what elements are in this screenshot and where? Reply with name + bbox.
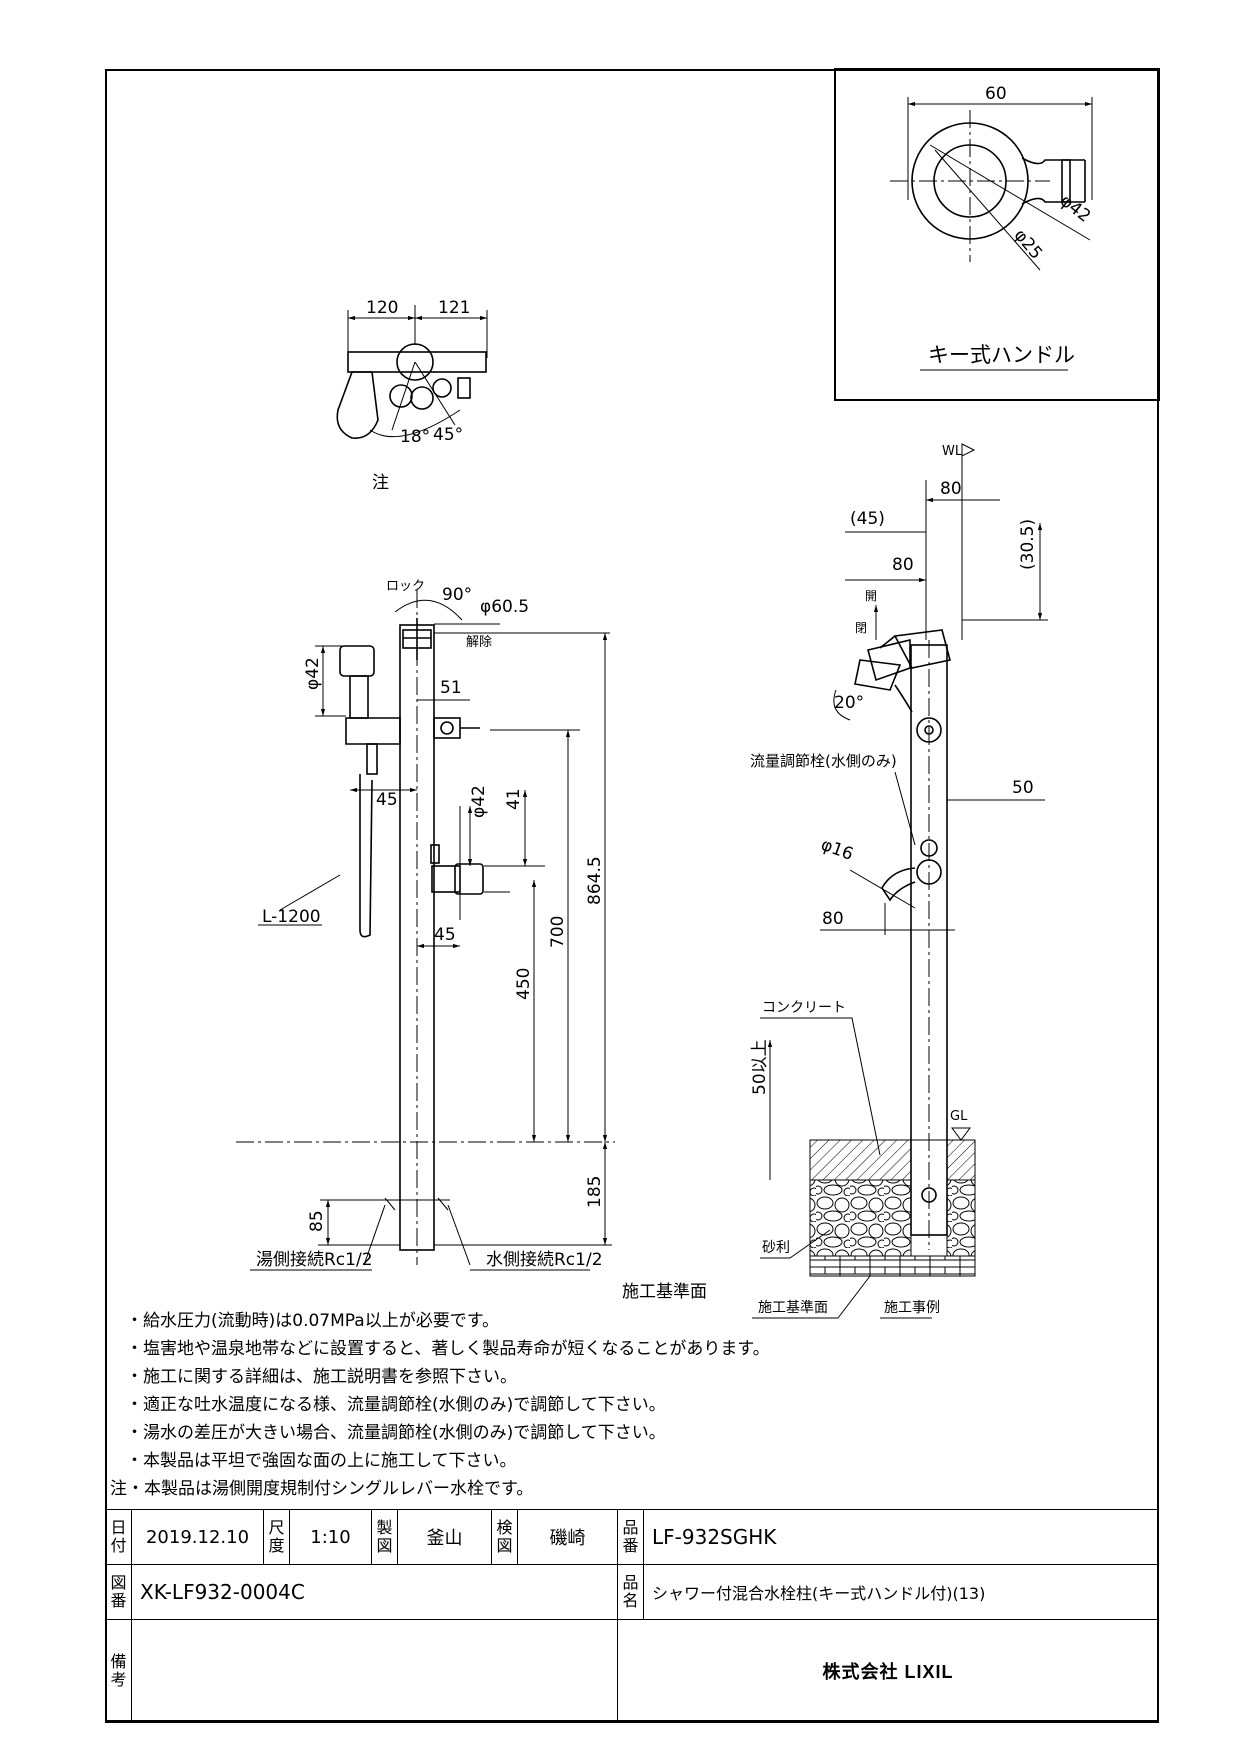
side-dim-45: (45) bbox=[850, 509, 885, 529]
side-angle: 20° bbox=[834, 693, 864, 713]
detail-label: キー式ハンドル bbox=[928, 343, 1075, 367]
front-release-label: 解除 bbox=[466, 635, 492, 650]
date-label: 日付 bbox=[105, 1509, 132, 1565]
side-close-label: 閉 bbox=[855, 621, 867, 635]
detail-dim-phi-b: φ25 bbox=[1010, 225, 1046, 263]
front-dim-42: φ42 bbox=[469, 785, 489, 818]
drawing-no-value: XK-LF932-0004C bbox=[131, 1564, 618, 1620]
side-dim-80-top: 80 bbox=[940, 479, 962, 499]
side-dim-80-low: 80 bbox=[822, 909, 844, 929]
front-dim-700: 700 bbox=[548, 916, 568, 948]
side-gl: GL bbox=[950, 1109, 968, 1124]
front-dim-51: 51 bbox=[440, 678, 462, 698]
scale-label: 尺度 bbox=[263, 1509, 290, 1565]
front-lock-label: ロック bbox=[386, 579, 425, 594]
date-value: 2019.12.10 bbox=[131, 1509, 264, 1565]
drawing-no-label: 図番 bbox=[105, 1564, 132, 1620]
front-cold-connection: 水側接続Rc1/2 bbox=[486, 1250, 603, 1270]
side-view: WL 80 (45) (30.5) 80 20° 開 閉 流量調節栓(水側のみ) bbox=[750, 443, 1048, 1319]
plan-note-mark: 注 bbox=[372, 473, 389, 493]
plan-angle-b: 45° bbox=[433, 425, 463, 445]
plan-dim-right: 121 bbox=[438, 298, 470, 318]
checked-value: 磯崎 bbox=[517, 1509, 618, 1565]
front-dim-450: 450 bbox=[514, 968, 534, 1000]
front-dim-41: 41 bbox=[504, 788, 524, 810]
side-concrete-label: コンクリート bbox=[762, 1000, 846, 1016]
product-name-label: 品名 bbox=[617, 1564, 644, 1620]
note-line: ・施工に関する詳細は、施工説明書を参照下さい。 bbox=[126, 1367, 517, 1387]
product-no-value: LF-932SGHK bbox=[643, 1509, 1159, 1565]
front-base-label: 施工基準面 bbox=[622, 1282, 707, 1302]
side-wl: WL bbox=[942, 444, 963, 459]
front-dim-head-dia: φ42 bbox=[303, 657, 323, 690]
note-line: 注・本製品は湯側開度規制付シングルレバー水栓です。 bbox=[110, 1479, 534, 1499]
detail-dim-width: 60 bbox=[985, 84, 1007, 104]
checked-label: 検図 bbox=[491, 1509, 518, 1565]
front-dim-45-bottom: 45 bbox=[434, 925, 456, 945]
remarks-value bbox=[131, 1619, 618, 1723]
side-flow-valve-label: 流量調節栓(水側のみ) bbox=[750, 752, 897, 770]
note-line: ・本製品は平坦で強固な面の上に施工して下さい。 bbox=[126, 1451, 517, 1471]
drawn-value: 釜山 bbox=[397, 1509, 492, 1565]
plan-view: 120 121 18° 45° 注 bbox=[336, 298, 488, 493]
note-line: ・適正な吐水温度になる様、流量調節栓(水側のみ)で調節して下さい。 bbox=[126, 1395, 666, 1415]
product-name-value: シャワー付混合水栓柱(キー式ハンドル付)(13) bbox=[643, 1564, 1159, 1620]
front-dim-45-top: 45 bbox=[376, 790, 398, 810]
note-line: ・給水圧力(流動時)は0.07MPa以上が必要です。 bbox=[126, 1311, 499, 1331]
side-dim-50: 50 bbox=[1012, 778, 1034, 798]
front-dim-85: 85 bbox=[307, 1210, 327, 1232]
side-base-label: 施工基準面 bbox=[758, 1299, 828, 1316]
front-view: ロック 90° φ60.5 解除 φ42 L-1200 51 45 bbox=[236, 579, 707, 1302]
company-logo: 株式会社 LIXIL bbox=[617, 1619, 1159, 1723]
drawn-label: 製図 bbox=[371, 1509, 398, 1565]
front-dim-864: 864.5 bbox=[585, 856, 605, 905]
product-no-label: 品番 bbox=[617, 1509, 644, 1565]
title-block: 日付 2019.12.10 尺度 1:10 製図 釜山 検図 磯崎 品番 LF-… bbox=[105, 1509, 1159, 1723]
plan-angle-a: 18° bbox=[400, 427, 430, 447]
note-line: ・湯水の差圧が大きい場合、流量調節栓(水側のみ)で調節して下さい。 bbox=[126, 1423, 666, 1443]
front-dim-pipe-dia: φ60.5 bbox=[480, 597, 529, 617]
side-dim-305: (30.5) bbox=[1018, 519, 1038, 570]
note-line: ・塩害地や温泉地帯などに設置すると、著しく製品寿命が短くなることがあります。 bbox=[126, 1339, 770, 1359]
scale-value: 1:10 bbox=[289, 1509, 372, 1565]
side-example-label: 施工事例 bbox=[884, 1300, 940, 1316]
front-dim-185: 185 bbox=[585, 1176, 605, 1208]
front-angle: 90° bbox=[442, 585, 472, 605]
side-depth-label: 50以上 bbox=[750, 1039, 770, 1095]
key-handle-detail: 60 φ42 φ25 キー式ハンドル bbox=[834, 68, 1160, 401]
plan-dim-left: 120 bbox=[366, 298, 398, 318]
side-open-label: 開 bbox=[865, 589, 877, 603]
side-gravel-label: 砂利 bbox=[762, 1240, 790, 1256]
remarks-label: 備考 bbox=[105, 1619, 132, 1723]
front-hose-label: L-1200 bbox=[262, 907, 321, 927]
front-hot-connection: 湯側接続Rc1/2 bbox=[256, 1250, 373, 1270]
side-dim-phi16: φ16 bbox=[818, 835, 856, 865]
side-dim-80-mid: 80 bbox=[892, 555, 914, 575]
